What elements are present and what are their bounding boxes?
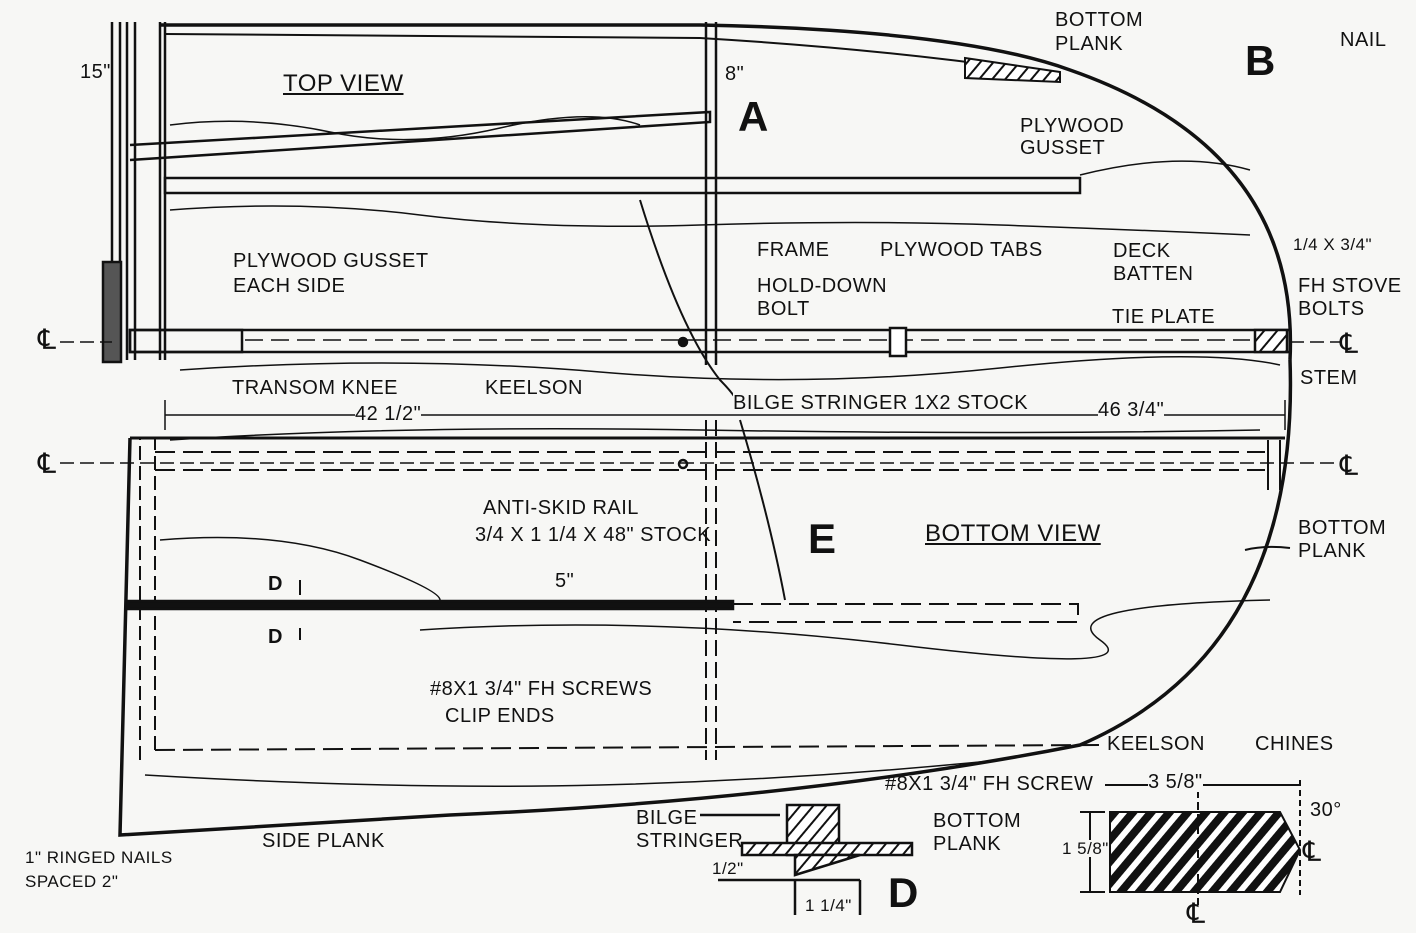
hold-down-bolt-label-2: BOLT	[757, 298, 810, 320]
gusset-each-side-label-2: EACH SIDE	[233, 275, 346, 297]
aft-length-dim: 42 1/2"	[355, 403, 422, 425]
frame-label: FRAME	[757, 239, 830, 261]
keelson-height-dim: 1 5/8"	[1062, 839, 1109, 858]
plywood-gusset-b	[964, 56, 1061, 84]
ringed-nails-label: 1" RINGED NAILS	[25, 848, 173, 867]
top-hull-outline	[160, 23, 1293, 361]
transom-top	[101, 22, 167, 364]
nail-label: NAIL	[1340, 29, 1387, 51]
deck-batten-label: DECK	[1113, 240, 1171, 262]
top-view-title: TOP VIEW	[283, 70, 404, 97]
anti-skid-rail-size: 3/4 X 1 1/4 X 48" STOCK	[475, 524, 712, 546]
section-a-label: A	[738, 93, 769, 140]
bottom-plank-label-2: PLANK	[1298, 540, 1367, 562]
centerline-symbol: ℄	[1187, 897, 1206, 930]
bottom-plank-detail-label-2: PLANK	[933, 833, 1002, 855]
tie-plate-label: TIE PLATE	[1112, 306, 1216, 328]
bilge-stringer-detail-label-2: STRINGER	[636, 830, 744, 852]
stove-bolts-label: FH STOVE	[1298, 275, 1402, 297]
dim-1-1-4: 1 1/4"	[805, 896, 852, 915]
stove-bolts-label-2: BOLTS	[1298, 298, 1365, 320]
bottom-view-title: BOTTOM VIEW	[925, 520, 1101, 547]
transom-knee-label: TRANSOM KNEE	[232, 377, 399, 399]
chines-label: CHINES	[1255, 733, 1334, 755]
stem-label: STEM	[1300, 367, 1358, 389]
bottom-plank-label-2: PLANK	[1055, 33, 1124, 55]
centerline-symbol: ℄	[1340, 327, 1359, 360]
plywood-gusset-label-2: GUSSET	[1020, 137, 1106, 159]
centerline-symbol: ℄	[38, 323, 57, 356]
dim-8: 8"	[725, 63, 745, 85]
fh-screw-label: #8X1 3/4" FH SCREW	[885, 773, 1094, 795]
chine-angle: 30°	[1310, 799, 1342, 821]
keelson-detail-label: KEELSON	[1107, 733, 1205, 755]
hold-down-bolt-label: HOLD-DOWN	[757, 275, 888, 297]
spacing-5-dim: 5"	[555, 570, 575, 592]
bottom-plank-label: BOTTOM	[1298, 517, 1387, 539]
ringed-nails-spacing: SPACED 2"	[25, 872, 119, 891]
section-d-label: D	[888, 869, 919, 916]
bilge-stringer-detail-label: BILGE	[636, 807, 698, 829]
section-b-label: B	[1245, 37, 1276, 84]
keelson-width-dim: 3 5/8"	[1148, 771, 1203, 793]
keelson-label: KEELSON	[485, 377, 583, 399]
plywood-gusset-label: PLYWOOD	[1020, 115, 1125, 137]
gusset-each-side-label: PLYWOOD GUSSET	[233, 250, 429, 272]
centerline-symbol: ℄	[1303, 835, 1322, 868]
plywood-tabs-label: PLYWOOD TABS	[880, 239, 1043, 261]
section-d-marker-bottom: D	[268, 626, 283, 648]
bilge-stringer-label: BILGE STRINGER 1X2 STOCK	[733, 392, 1029, 414]
section-d-marker-top: D	[268, 573, 283, 595]
clip-ends-label: CLIP ENDS	[445, 705, 555, 727]
section-e-label: E	[808, 515, 837, 562]
stove-bolt-size: 1/4 X 3/4"	[1293, 235, 1373, 254]
bottom-plank-detail-label: BOTTOM	[933, 810, 1022, 832]
bottom-plank-label: BOTTOM	[1055, 9, 1144, 31]
fwd-length-dim: 46 3/4"	[1098, 399, 1165, 421]
keelson-detail-section	[1080, 780, 1302, 905]
bottom-hull-outline	[118, 359, 1293, 837]
centerline-symbol: ℄	[38, 447, 57, 480]
detail-d-section	[700, 803, 914, 915]
dim-half-inch: 1/2"	[712, 859, 744, 878]
deck-batten-label-2: BATTEN	[1113, 263, 1194, 285]
dim-15: 15"	[80, 61, 111, 83]
centerline-symbol: ℄	[1340, 449, 1359, 482]
fh-screws-label: #8X1 3/4" FH SCREWS	[430, 678, 653, 700]
side-plank-label: SIDE PLANK	[262, 830, 385, 852]
anti-skid-rail	[126, 599, 735, 611]
anti-skid-rail-label: ANTI-SKID RAIL	[483, 497, 639, 519]
